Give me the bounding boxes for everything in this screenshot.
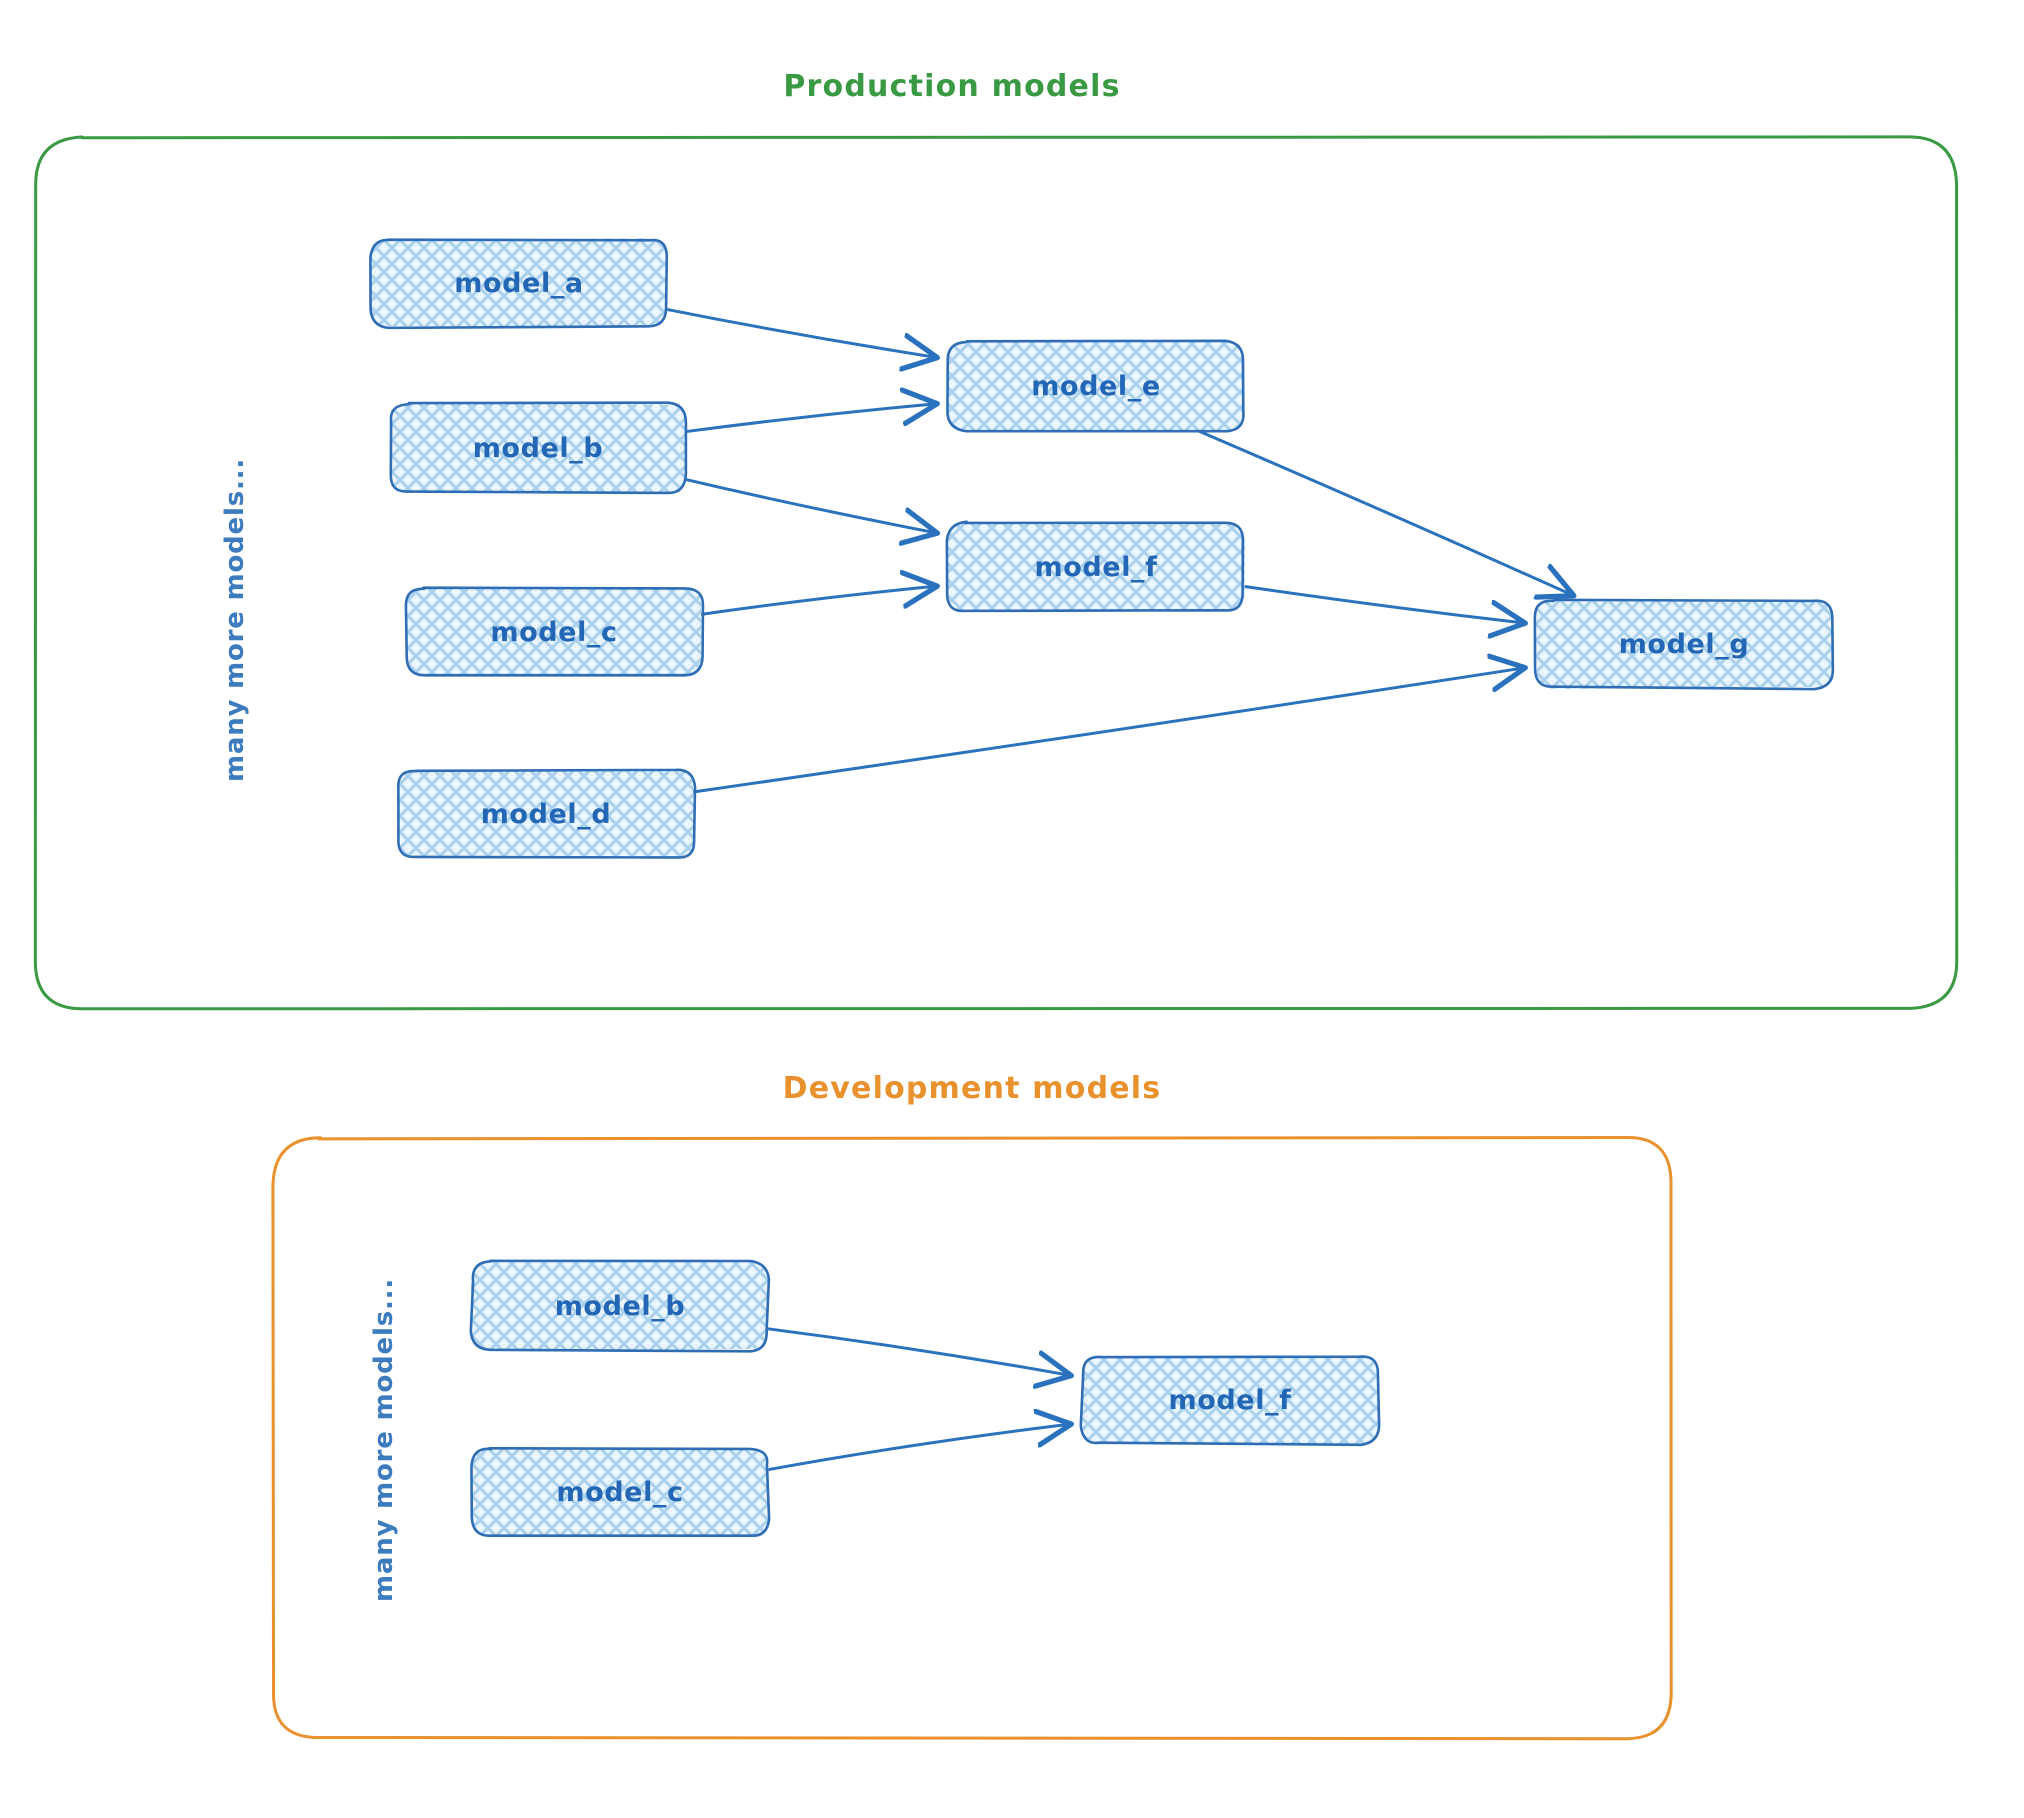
- node-fill: [948, 341, 1244, 431]
- node-p_model_g[interactable]: model_g: [1533, 598, 1835, 691]
- node-d_model_b[interactable]: model_b: [469, 1259, 771, 1353]
- node-label: model_d: [481, 799, 612, 830]
- node-p_model_c[interactable]: model_c: [404, 586, 705, 677]
- node-p_model_d[interactable]: model_d: [397, 768, 697, 859]
- side-label-development: many more models...: [369, 1278, 399, 1602]
- edge-p_model_b-to-p_model_e: [684, 404, 934, 434]
- group-production: Production models many more models... mode…: [33, 69, 1959, 1011]
- node-fill: [947, 521, 1246, 613]
- node-d_model_c[interactable]: model_c: [470, 1446, 771, 1537]
- edge-d_model_b-to-d_model_f: [766, 1327, 1068, 1375]
- group-title-production: Production models: [783, 69, 1120, 104]
- node-fill: [398, 769, 695, 859]
- group-border-production: [33, 135, 1959, 1011]
- edge-p_model_a-to-p_model_e: [665, 307, 934, 357]
- group-border-development: [271, 1136, 1673, 1741]
- node-label: model_b: [473, 433, 604, 464]
- edge-d_model_c-to-d_model_f: [766, 1424, 1068, 1472]
- node-d_model_f[interactable]: model_f: [1079, 1355, 1381, 1447]
- node-border: [389, 401, 688, 495]
- group-title-development: Development models: [783, 1071, 1162, 1106]
- node-label: model_e: [1031, 371, 1161, 402]
- node-fill: [371, 238, 668, 327]
- node-fill: [472, 1447, 769, 1537]
- node-p_model_f[interactable]: model_f: [945, 520, 1246, 613]
- edge-layer-development: [766, 1327, 1068, 1472]
- node-label: model_a: [454, 268, 584, 299]
- node-p_model_b[interactable]: model_b: [389, 401, 688, 495]
- node-label: model_c: [556, 1477, 683, 1508]
- side-label-production: many more models...: [220, 458, 250, 782]
- edge-layer-production: [665, 307, 1571, 794]
- node-label: model_f: [1034, 552, 1157, 583]
- node-fill: [470, 1261, 769, 1352]
- group-development: Development models many more models... mod…: [271, 1071, 1673, 1741]
- node-fill: [405, 587, 702, 677]
- node-border: [1079, 1355, 1381, 1447]
- node-label: model_g: [1619, 629, 1750, 660]
- edge-p_model_b-to-p_model_f: [684, 478, 934, 533]
- node-border: [1533, 598, 1835, 691]
- node-fill: [1082, 1355, 1379, 1444]
- node-border: [946, 339, 1245, 433]
- edge-p_model_f-to-p_model_g: [1242, 584, 1522, 622]
- node-border: [404, 586, 705, 677]
- node-label: model_b: [555, 1291, 686, 1322]
- node-p_model_a[interactable]: model_a: [369, 238, 669, 330]
- node-label: model_f: [1168, 1385, 1291, 1416]
- edge-p_model_e-to-p_model_g: [1194, 428, 1571, 594]
- edge-p_model_c-to-p_model_f: [700, 586, 934, 616]
- node-border: [397, 768, 697, 859]
- node-border: [945, 520, 1245, 613]
- node-fill: [390, 402, 687, 493]
- node-p_model_e[interactable]: model_e: [946, 339, 1245, 433]
- node-border: [469, 1259, 771, 1353]
- node-fill: [1535, 599, 1832, 690]
- edge-p_model_d-to-p_model_g: [692, 668, 1522, 794]
- node-border: [369, 238, 669, 330]
- node-label: model_c: [490, 617, 617, 648]
- node-border: [470, 1446, 771, 1537]
